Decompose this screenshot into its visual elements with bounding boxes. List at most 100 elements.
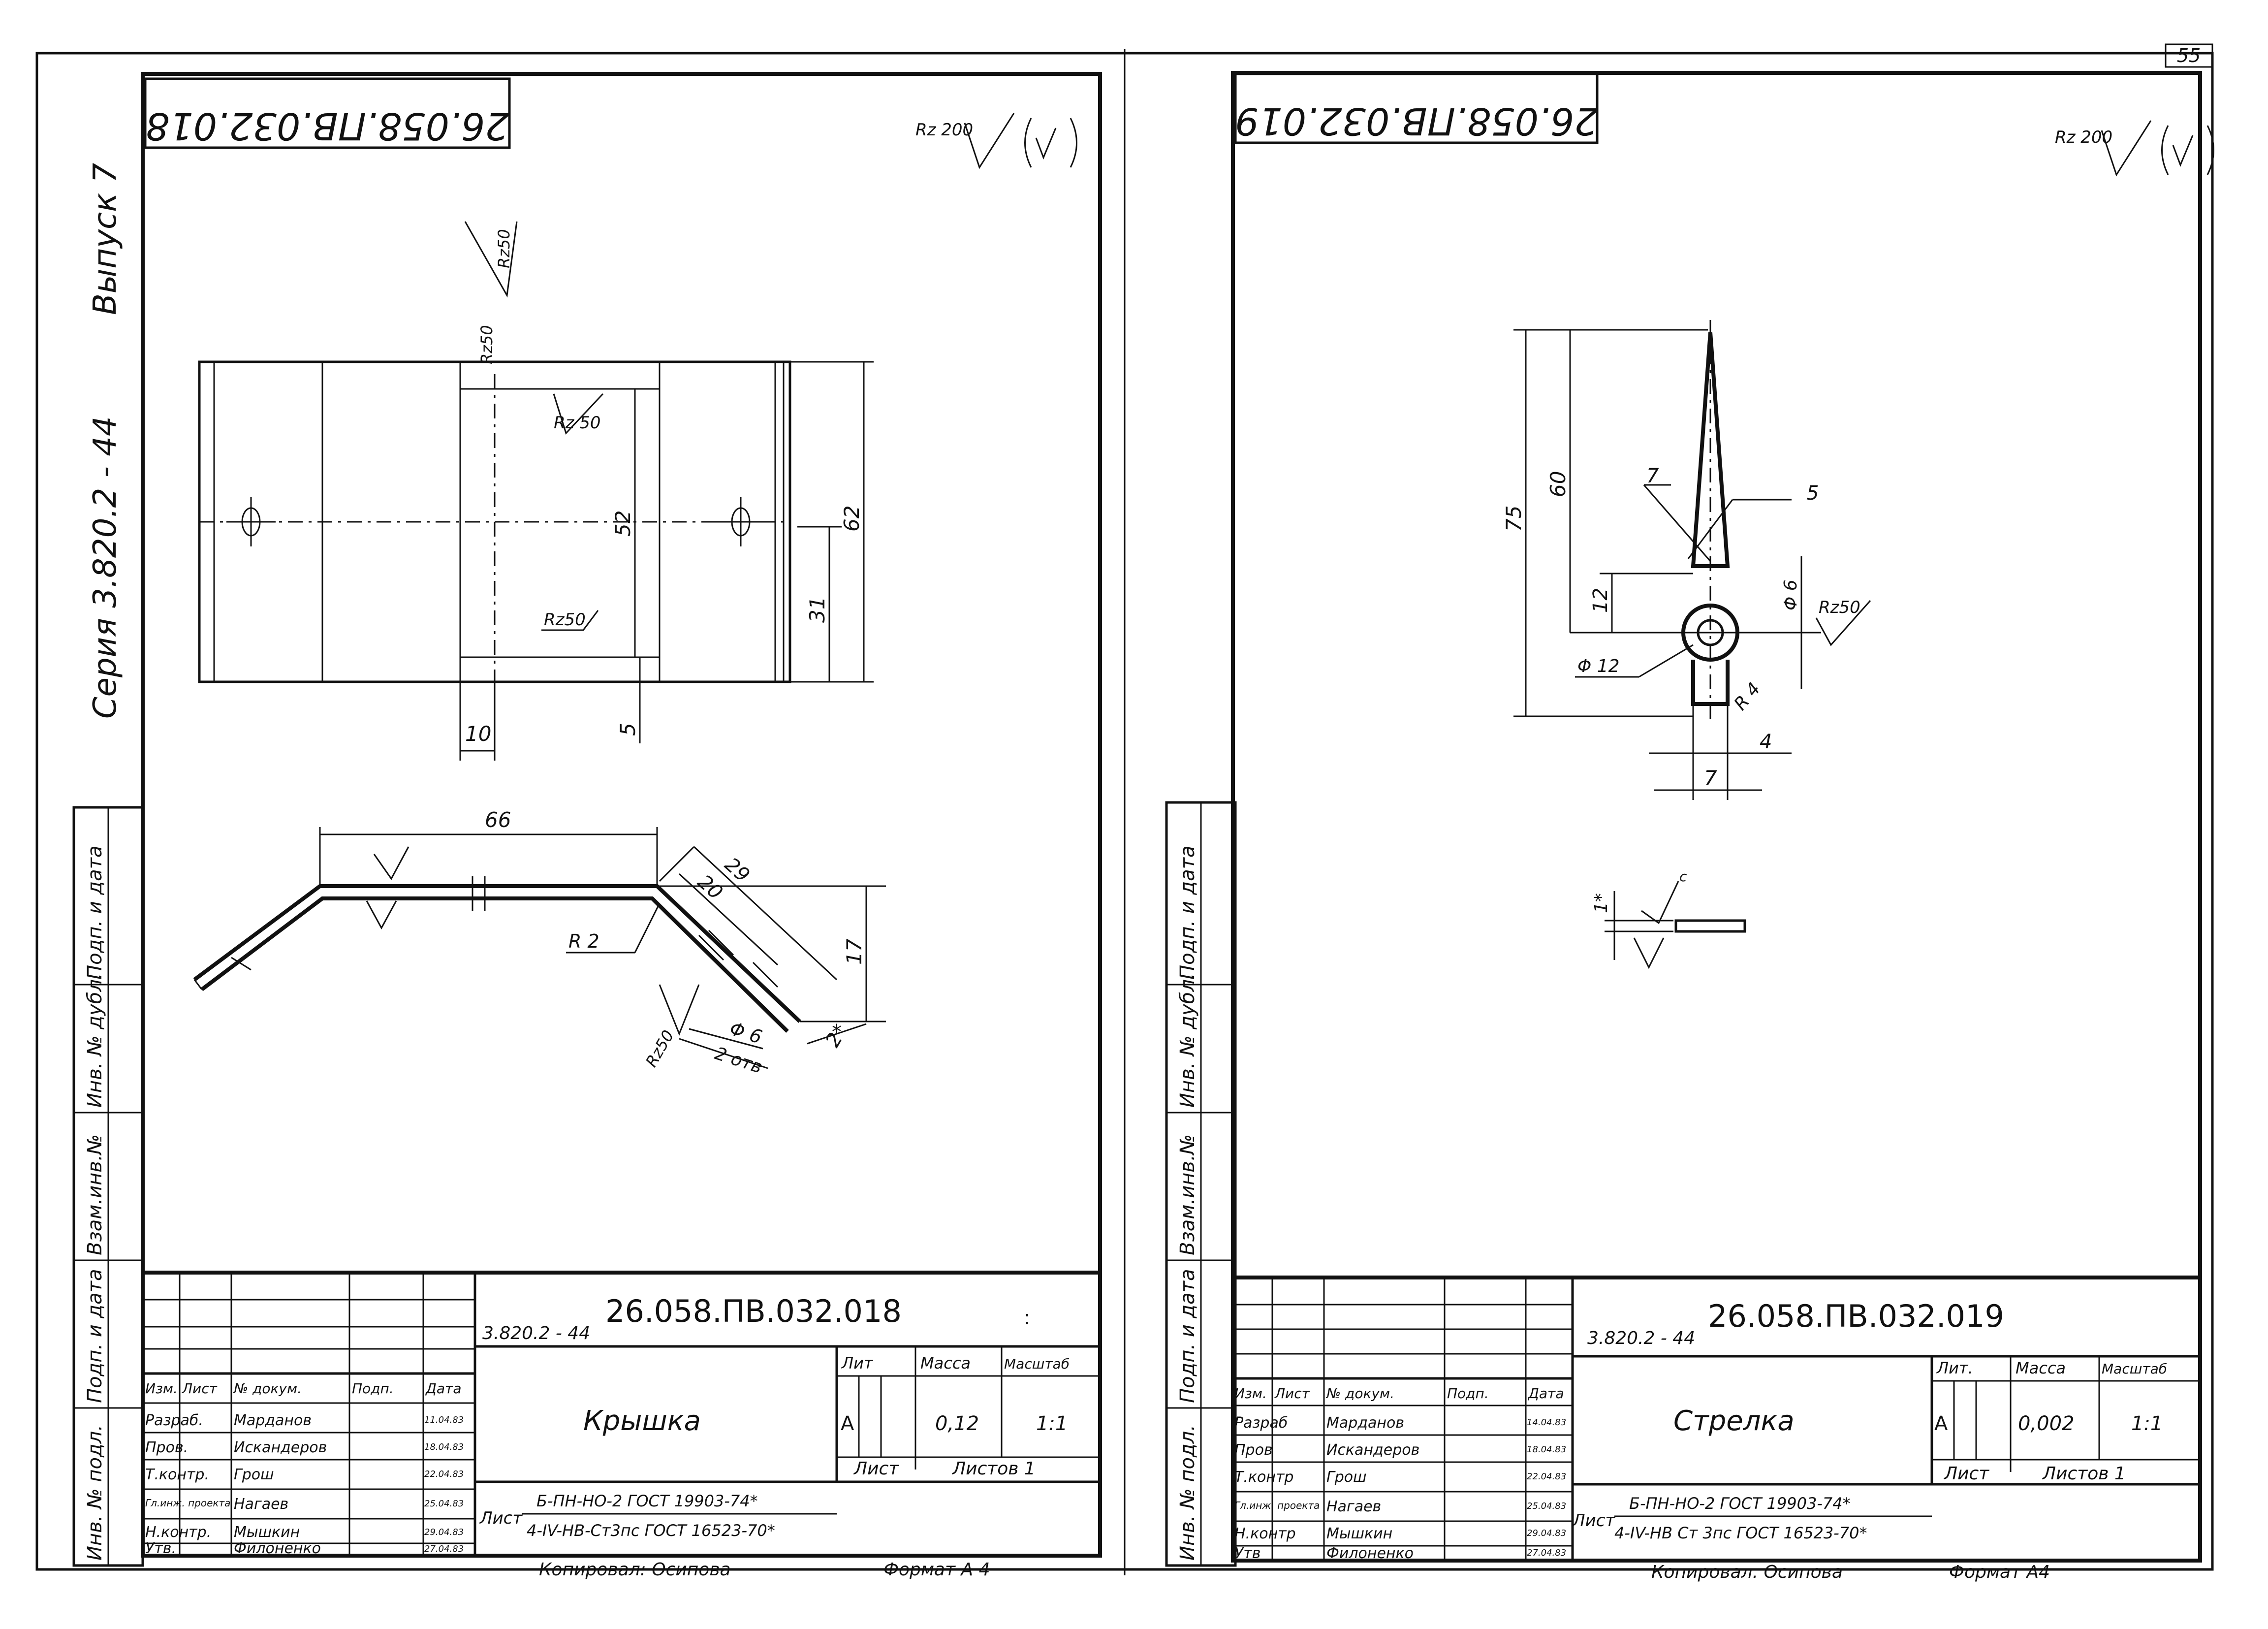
left-code-box bbox=[144, 77, 511, 149]
left-row-6-name: Филоненко bbox=[234, 1540, 321, 1557]
right-side-col-4: Подп. и дата bbox=[1176, 1269, 1199, 1403]
right-row-4-name: Нагаев bbox=[1326, 1498, 1381, 1515]
right-row-1-date: 14.04.83 bbox=[1527, 1417, 1566, 1428]
dim-r2: R 2 bbox=[568, 930, 599, 952]
left-copied: Копировал: Осипова bbox=[539, 1560, 731, 1580]
left-side-col-2: Инв. № дубл. bbox=[84, 973, 106, 1108]
left-row-2-date: 18.04.83 bbox=[424, 1442, 464, 1452]
pointer-section: 1* с bbox=[1591, 868, 1746, 969]
left-row-4-name: Нагаев bbox=[234, 1496, 288, 1513]
rz-label-1: Rz50 bbox=[495, 229, 513, 268]
page-number-box bbox=[2165, 43, 2213, 68]
left-lit-head: Лит bbox=[841, 1354, 874, 1373]
left-side-col-3: Взам.инв.№ bbox=[84, 1134, 106, 1255]
left-scale-head: Масштаб bbox=[1004, 1356, 1070, 1372]
left-row-5-name: Мышкин bbox=[234, 1524, 300, 1541]
right-row-5-name: Мышкин bbox=[1326, 1525, 1392, 1542]
left-mass: 0,12 bbox=[935, 1412, 979, 1435]
left-inner-frame bbox=[141, 72, 1102, 1558]
right-head-date: Дата bbox=[1527, 1385, 1564, 1402]
dim-phi6-r: Φ 6 bbox=[1781, 579, 1801, 610]
rz-label-2: Rz50 bbox=[477, 325, 496, 364]
right-head-doc: № докум. bbox=[1325, 1385, 1394, 1402]
left-side-col-5: Инв. № подл. bbox=[84, 1425, 106, 1561]
right-inner-frame bbox=[1231, 71, 2202, 1563]
lid-plan-view: 52 62 31 10 5 Rz50 Rz50 Rz 50 Rz50 bbox=[198, 221, 874, 761]
rz-label-right: Rz50 bbox=[1819, 598, 1860, 617]
right-row-4-date: 25.04.83 bbox=[1527, 1501, 1566, 1511]
right-mass-head: Масса bbox=[2016, 1359, 2066, 1377]
left-head-izm: Изм. bbox=[145, 1380, 178, 1397]
right-head-list: Лист bbox=[1274, 1385, 1310, 1402]
right-row-4-role: Гл.инж. проекта bbox=[1234, 1500, 1320, 1511]
right-row-3-date: 22.04.83 bbox=[1527, 1471, 1566, 1482]
dim-1: 1* bbox=[1591, 893, 1611, 913]
left-sheets: Листов 1 bbox=[951, 1459, 1036, 1479]
left-row-5-role: Н.контр. bbox=[145, 1524, 211, 1541]
dim-29: 29 bbox=[720, 853, 754, 887]
rz-label-5: Rz50 bbox=[642, 1027, 678, 1070]
rz-label-3: Rz 50 bbox=[554, 413, 601, 433]
dim-20: 20 bbox=[693, 870, 727, 904]
dim-7a: 7 bbox=[1646, 465, 1659, 487]
dim-66: 66 bbox=[485, 808, 511, 832]
left-format: Формат А 4 bbox=[883, 1560, 990, 1580]
left-row-2-role: Пров. bbox=[145, 1439, 188, 1456]
left-lit: А bbox=[841, 1412, 854, 1435]
right-row-1-name: Марданов bbox=[1326, 1414, 1404, 1432]
left-row-5-date: 29.04.83 bbox=[424, 1527, 464, 1537]
left-part-name: Крышка bbox=[583, 1405, 701, 1437]
dim-r4: R 4 bbox=[1730, 679, 1764, 714]
left-row-1-name: Марданов bbox=[234, 1412, 312, 1429]
dim-52: 52 bbox=[611, 511, 635, 537]
dim-17: 17 bbox=[842, 938, 866, 965]
right-row-6-date: 27.04.83 bbox=[1527, 1548, 1566, 1558]
right-code-rotated: 26.058.ПВ.032.019 bbox=[1235, 99, 1598, 143]
right-side-col-3: Взам.инв.№ bbox=[1176, 1134, 1199, 1255]
dim-phi12: Φ 12 bbox=[1577, 656, 1620, 676]
right-row-2-role: Пров bbox=[1234, 1441, 1273, 1459]
left-title-code: 26.058.ПВ.032.018 bbox=[605, 1293, 902, 1329]
right-lit-head: Лит. bbox=[1936, 1359, 1973, 1377]
left-material-2: 4-IV-НВ-Ст3пс ГОСТ 16523-70* bbox=[527, 1521, 775, 1540]
dim-2otv: 2 отв bbox=[712, 1044, 764, 1078]
left-side-col-1: Подп. и дата bbox=[84, 846, 106, 980]
left-scale: 1:1 bbox=[1036, 1412, 1068, 1435]
left-roughness: Rz 200 bbox=[915, 120, 973, 140]
left-side-col-4: Подп. и дата bbox=[84, 1269, 106, 1403]
right-sheets: Листов 1 bbox=[2042, 1464, 2126, 1484]
left-row-1-date: 11.04.83 bbox=[424, 1415, 464, 1425]
right-material-2: 4-IV-НВ Ст 3пс ГОСТ 16523-70* bbox=[1614, 1524, 1867, 1542]
right-material-prefix: Лист bbox=[1572, 1511, 1615, 1531]
right-sheet: Подп. и дата Инв. № дубл. Взам.инв.№ Под… bbox=[1165, 71, 2214, 1582]
dim-2: 2* bbox=[821, 1021, 852, 1051]
dim-75: 75 bbox=[1502, 506, 1526, 532]
left-head-list: Лист bbox=[182, 1380, 218, 1397]
dim-62: 62 bbox=[840, 506, 864, 532]
left-material-1: Б-ПН-НО-2 ГОСТ 19903-74* bbox=[536, 1492, 758, 1510]
rz-label-4: Rz50 bbox=[544, 610, 586, 630]
dim-31: 31 bbox=[805, 597, 829, 623]
right-scale: 1:1 bbox=[2131, 1412, 2163, 1435]
seria-label: Серия 3.820.2 - 44 bbox=[87, 416, 124, 719]
right-scale-head: Масштаб bbox=[2102, 1361, 2167, 1377]
dim-60: 60 bbox=[1546, 471, 1570, 497]
page-number: 55 bbox=[2177, 45, 2201, 66]
right-row-6-role: Утв bbox=[1234, 1545, 1260, 1562]
dim-4: 4 bbox=[1760, 731, 1772, 753]
dim-phi6: Φ 6 bbox=[727, 1018, 765, 1048]
right-head-podp: Подп. bbox=[1447, 1385, 1489, 1402]
right-code-box bbox=[1234, 72, 1599, 144]
right-roughness: Rz 200 bbox=[2055, 128, 2112, 147]
right-mass: 0,002 bbox=[2018, 1412, 2075, 1435]
right-row-2-name: Искандеров bbox=[1326, 1441, 1419, 1459]
dim-c: с bbox=[1679, 868, 1687, 885]
right-side-col-1: Подп. и дата bbox=[1176, 846, 1199, 980]
right-head-izm: Изм. bbox=[1234, 1385, 1267, 1402]
left-code-rotated: 26.058.ПВ.032.018 bbox=[146, 104, 509, 148]
right-lit: А bbox=[1934, 1412, 1948, 1435]
left-head-doc: № докум. bbox=[233, 1380, 302, 1397]
left-head-podp: Подп. bbox=[352, 1380, 394, 1397]
right-row-3-name: Грош bbox=[1326, 1469, 1367, 1486]
